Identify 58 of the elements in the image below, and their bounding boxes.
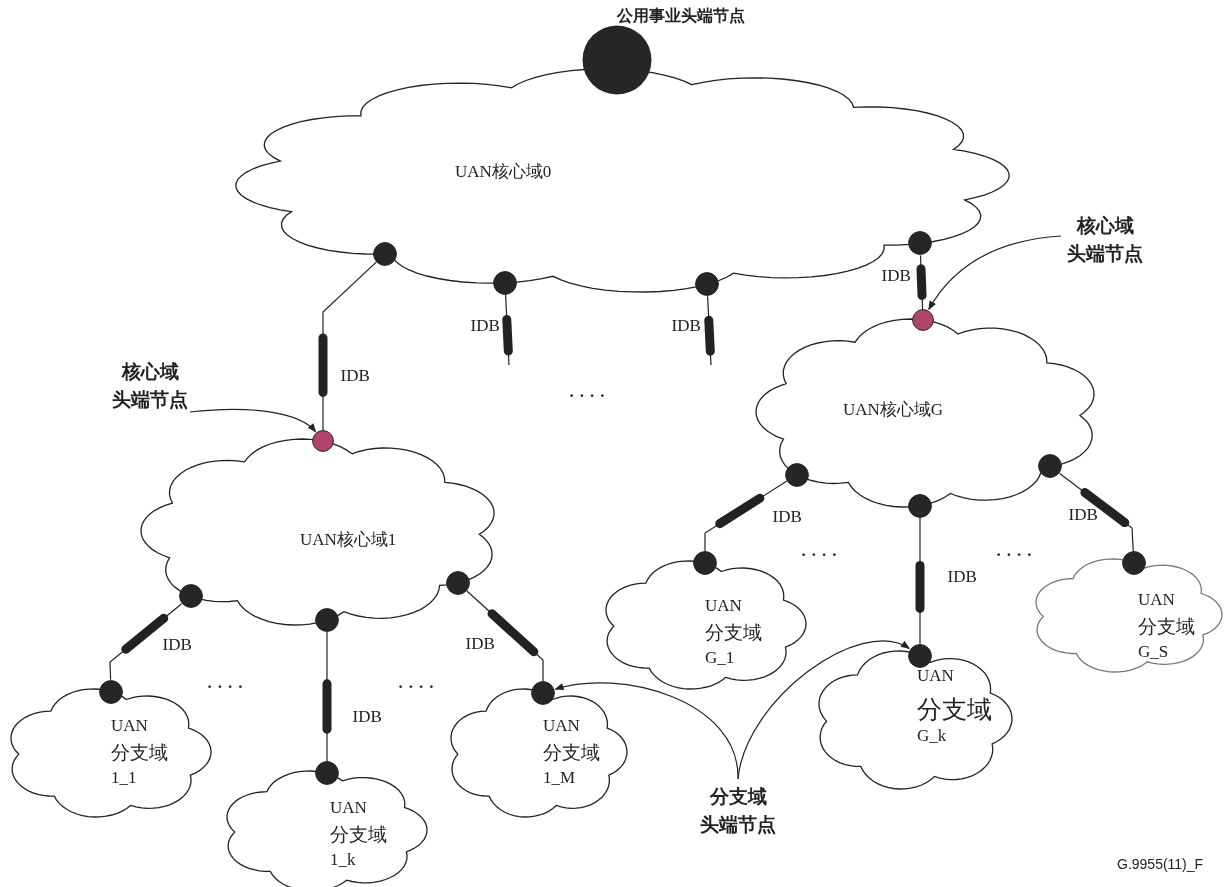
domain-label: 1_1 (111, 768, 137, 788)
edge-label: IDB (772, 507, 802, 527)
domain-label: G_1 (705, 648, 735, 668)
arrow (554, 682, 739, 780)
domain-label: UAN (917, 666, 954, 686)
domain-label: 1_k (330, 850, 356, 870)
domain-label: 分支域 (111, 742, 168, 764)
callout-text: 核心域 (121, 360, 179, 383)
link-with-idb (109, 603, 183, 681)
edge-label: IDB (162, 635, 192, 655)
link-with-idb (318, 261, 377, 431)
arrow (189, 408, 317, 433)
domain-label: 分支域 (1138, 616, 1195, 638)
link-with-idb (916, 254, 927, 310)
ellipsis-dots: .... (398, 673, 440, 693)
callout-text: 头端节点 (1067, 242, 1143, 265)
callout-text: 核心域 (1076, 214, 1134, 237)
callout-text: 头端节点 (112, 388, 188, 411)
domain-label: UAN (543, 716, 580, 736)
edge-label: IDB (352, 707, 382, 727)
arrow (928, 235, 1062, 311)
ellipsis-dots: .... (996, 541, 1038, 561)
edge-label: IDB (465, 634, 495, 654)
edge-label: IDB (470, 316, 500, 336)
domain-label: UAN (705, 596, 742, 616)
domain-label: G_k (917, 726, 947, 746)
edge-label: IDB (1068, 505, 1098, 525)
domain-label: 分支域 (705, 622, 762, 644)
domain-label: UAN (111, 716, 148, 736)
link-with-idb (704, 480, 788, 552)
domain-label: UAN (1138, 590, 1175, 610)
ellipsis-dots: .... (207, 673, 249, 693)
ellipsis-dots: .... (801, 541, 843, 561)
link-with-idb (322, 631, 332, 763)
link-with-idb (466, 590, 544, 682)
domain-label: 分支域 (330, 824, 387, 846)
node-label: 公用事业头端节点 (617, 6, 745, 26)
domain-label: G_S (1138, 642, 1169, 662)
figure-number: G.9955(11)_F (1117, 855, 1204, 874)
edge-label: IDB (947, 567, 977, 587)
arrow (737, 640, 910, 780)
edge-label: IDB (340, 366, 370, 386)
domain-label: UAN核心域G (843, 400, 944, 420)
domain-label: 分支域 (543, 742, 600, 764)
link-with-idb (1059, 472, 1134, 552)
link-with-idb (704, 295, 715, 366)
edge-label: IDB (671, 316, 701, 336)
link-with-idb (915, 517, 925, 645)
link-with-idb (502, 294, 513, 366)
edge-label: IDB (881, 266, 911, 286)
domain-label: 1_M (543, 768, 576, 788)
domain-label: UAN核心域0 (455, 162, 552, 182)
ellipsis-dots: .... (569, 382, 611, 402)
domain-label: UAN核心域1 (300, 530, 397, 550)
domain-label: UAN (330, 798, 367, 818)
callout-text: 头端节点 (700, 813, 776, 836)
callout-text: 分支域 (709, 785, 767, 808)
domain-label: 分支域 (917, 696, 992, 724)
